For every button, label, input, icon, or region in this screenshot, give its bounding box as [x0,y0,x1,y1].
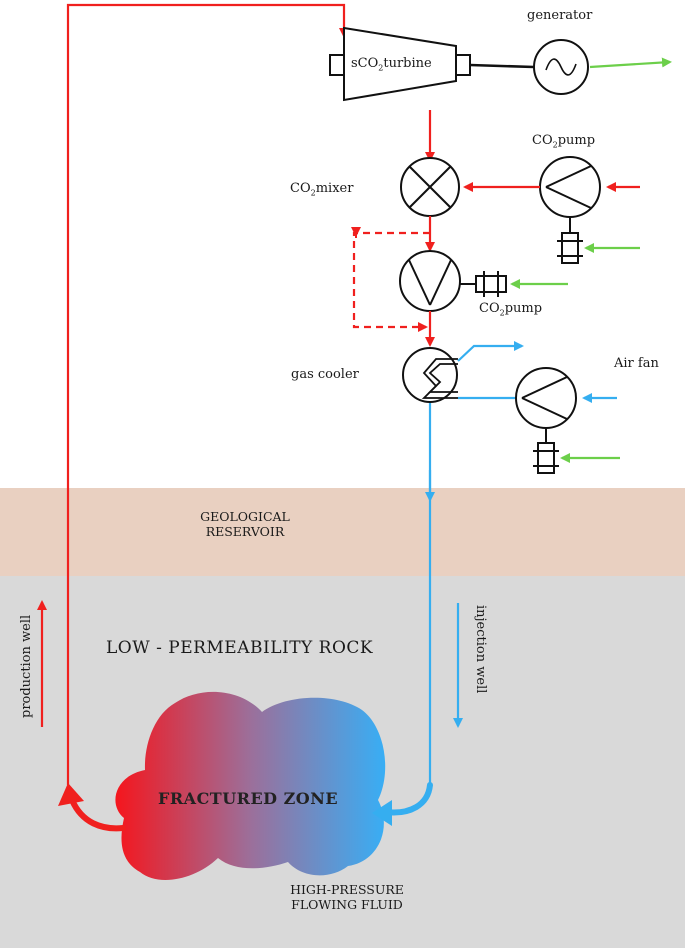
production-line [66,3,349,785]
fractured-zone-shape [115,691,386,880]
pump-top-label-sub: 2 [552,140,558,150]
pump-mid-label-prefix: CO [479,301,500,316]
mixer-label-sub: 2 [310,188,316,198]
mixer-icon [400,157,460,217]
turbine-label-suffix: turbine [383,56,432,71]
fractured-zone-label: FRACTURED ZONE [158,789,339,808]
injection-well-curve-head [372,800,392,826]
bypass-dashed-line [352,231,430,332]
generator-label: generator [527,8,593,23]
generator-power-arrow [589,57,672,69]
mixer-label-suffix: mixer [315,181,354,196]
production-well-curve-head [58,783,84,806]
rock-label: LOW - PERMEABILITY ROCK [106,638,374,658]
geological-reservoir-band [0,488,685,576]
gas-cooler-label: gas cooler [291,367,359,382]
generator-shaft [469,63,535,69]
air-fan-motor-icon [533,428,559,474]
pump-top-label-suffix: pump [557,133,596,148]
reservoir-label: GEOLOGICAL RESERVOIR [165,509,325,539]
air-fan-label: Air fan [614,356,659,371]
turbine-icon [329,26,471,102]
generator-icon [533,39,589,95]
pump-top-icon [539,156,601,218]
fluid-label-line2: FLOWING FLUID [291,897,403,912]
pump-mid-label-sub: 2 [499,308,505,318]
air-fan-icon [515,367,577,429]
pump-mid-motor-icon [460,271,507,297]
reservoir-label-line1: GEOLOGICAL [200,509,290,524]
fluid-label-line1: HIGH-PRESSURE [290,882,404,897]
turbine-label-prefix: sCO [351,56,379,71]
turbine-label: sCO2turbine [351,56,432,73]
pump-mid-label-suffix: pump [504,301,543,316]
cooler-air-outlet-arrow [457,341,524,362]
pump-mid-label: CO2pump [479,301,542,318]
fluid-label: HIGH-PRESSURE FLOWING FLUID [262,882,432,912]
reservoir-label-line2: RESERVOIR [205,524,285,539]
pump-mid-icon [399,250,461,312]
production-well-curve [69,797,126,832]
pump-top-label-prefix: CO [532,133,553,148]
turbine-label-sub: 2 [378,63,384,73]
gas-cooler-icon [402,347,458,403]
mixer-label-prefix: CO [290,181,311,196]
pump-top-motor-icon [557,217,583,264]
production-well-label: production well [19,614,34,718]
pump-top-label: CO2pump [532,133,595,150]
mixer-label: CO2mixer [290,181,353,198]
injection-well-label: injection well [473,605,488,694]
